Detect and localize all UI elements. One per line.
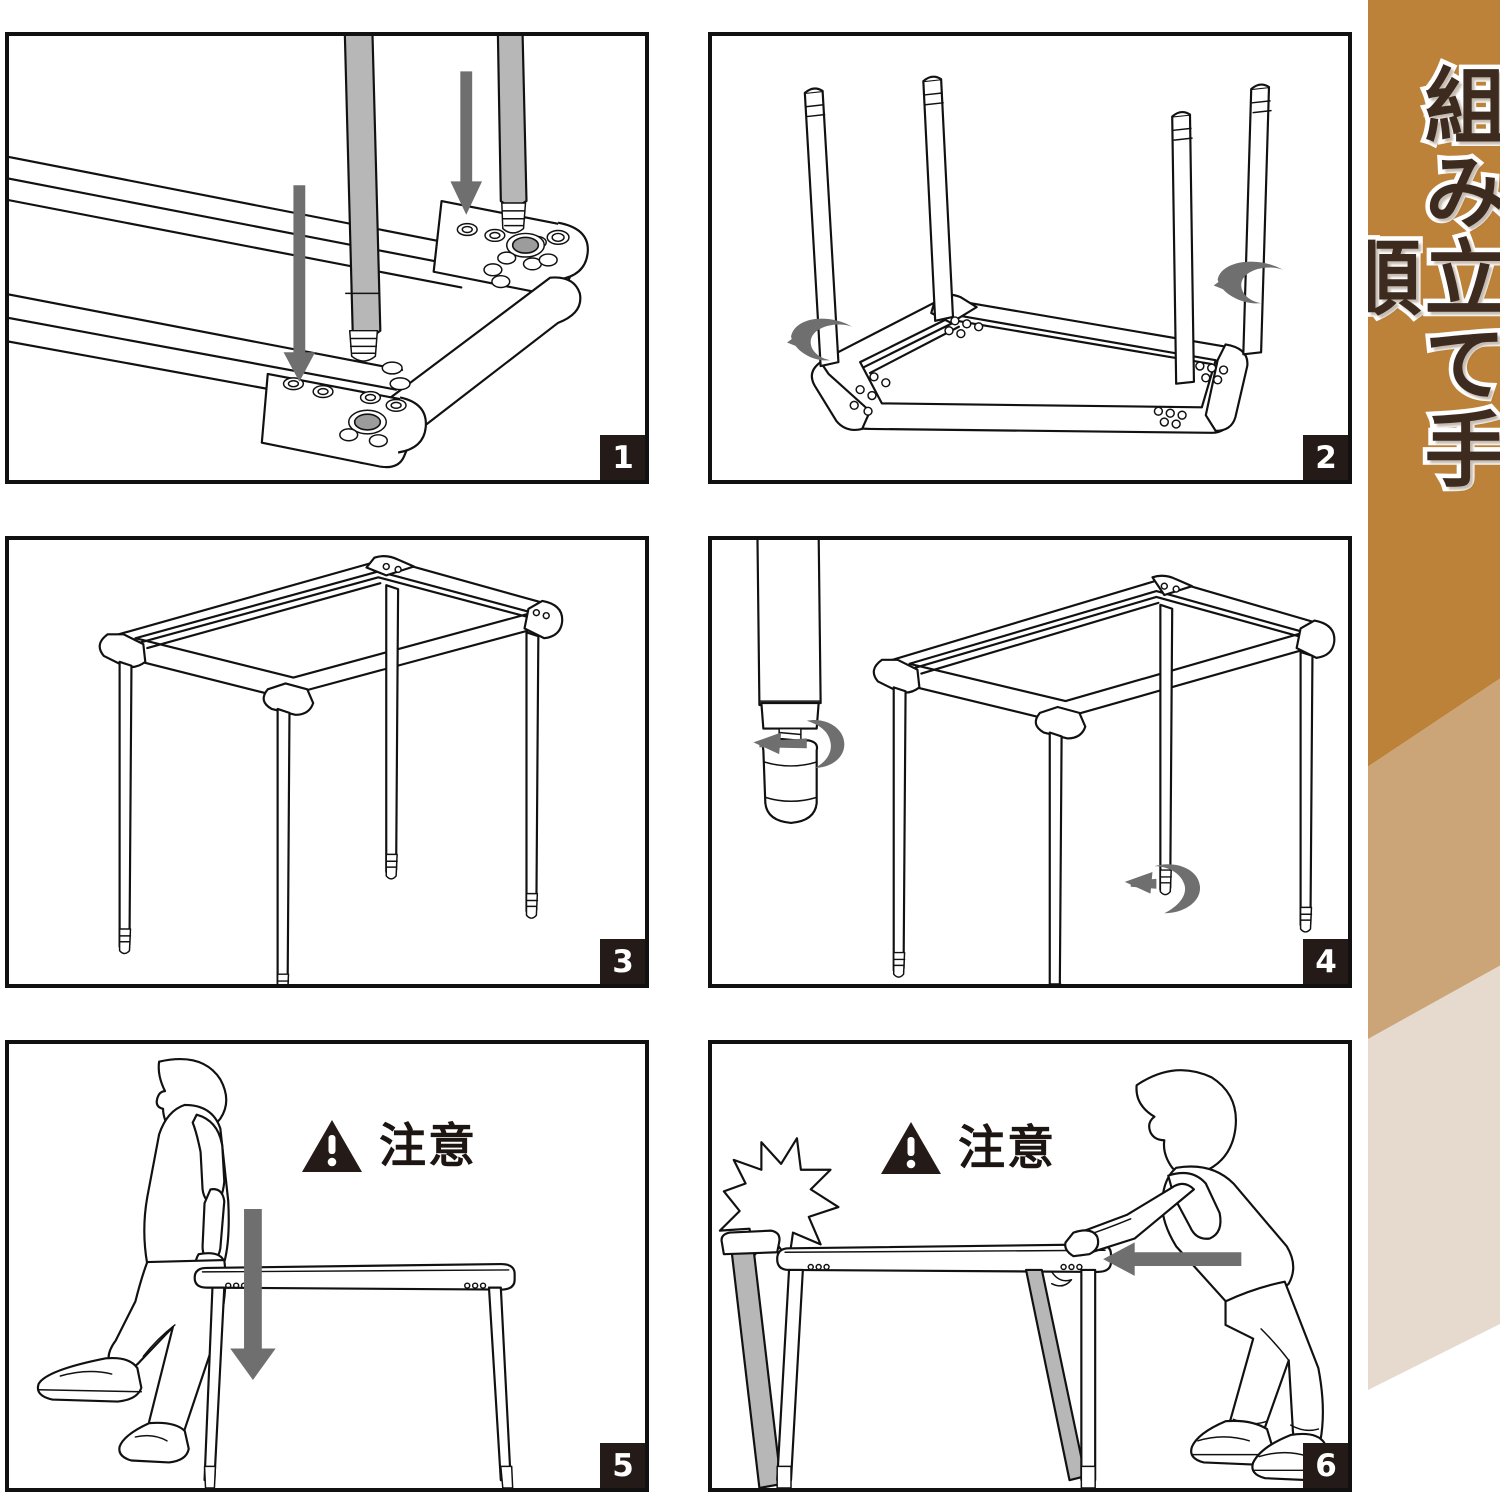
- leg-part: [892, 686, 907, 978]
- arrow-down-icon: [450, 71, 483, 215]
- arrow-rotate-icon: [787, 318, 853, 361]
- arrow-down-icon: [230, 1209, 276, 1380]
- arrow-rotate-icon: [1124, 864, 1201, 914]
- panel-1-artwork: [9, 36, 589, 469]
- leg-part: [1159, 603, 1174, 896]
- leg-part: [720, 1229, 783, 1488]
- panel-grid: 1: [5, 32, 1352, 1492]
- caution-label: 注意: [379, 1118, 477, 1174]
- leg-part: [1024, 1268, 1087, 1482]
- leg-part: [1299, 650, 1314, 933]
- caution-label: 注意: [958, 1120, 1056, 1176]
- warning-triangle-icon: [881, 1122, 941, 1174]
- panel-5-artwork: [36, 1058, 516, 1488]
- panel-4-artwork: [753, 540, 1336, 984]
- step-number-badge: 1: [600, 435, 645, 480]
- leg-part: [776, 1268, 804, 1488]
- leg-part: [803, 87, 840, 368]
- panel-3-artwork: [98, 555, 564, 984]
- warning-triangle-icon: [302, 1120, 362, 1172]
- arrow-rotate-icon: [753, 719, 845, 768]
- leg-part: [118, 660, 133, 955]
- leg-part: [496, 36, 528, 234]
- banner-title-text: 組み立て手順: [1368, 59, 1500, 498]
- panel-step-4: 4: [708, 536, 1352, 988]
- leveling-foot-detail: [753, 540, 845, 824]
- leg-part: [343, 36, 382, 362]
- step-number-badge: 2: [1303, 435, 1348, 480]
- panel-step-3: 3: [5, 536, 649, 988]
- step-number-badge: 6: [1303, 1443, 1348, 1488]
- step-number-badge: 5: [600, 1443, 645, 1488]
- leg-part: [1048, 731, 1063, 984]
- panel-6-artwork: [718, 1069, 1332, 1488]
- leg-part: [385, 584, 400, 880]
- panel-step-1: 1: [5, 32, 649, 484]
- leg-part: [1242, 83, 1272, 356]
- step-number-badge: 3: [600, 939, 645, 984]
- banner-band-dark: [1368, 0, 1500, 780]
- leg-part: [525, 631, 540, 919]
- arrow-down-icon: [283, 185, 316, 382]
- caution-notice: 注意: [880, 1120, 1056, 1176]
- arrow-left-icon: [1103, 1242, 1242, 1276]
- caution-notice: 注意: [301, 1118, 477, 1174]
- step-number-badge: 4: [1303, 939, 1348, 984]
- panel-step-6: 注意 6: [708, 1040, 1352, 1492]
- leg-part: [1171, 111, 1196, 385]
- leg-part: [203, 1286, 226, 1488]
- panel-2-artwork: [787, 75, 1283, 434]
- person-figure: [36, 1058, 230, 1464]
- title-banner: 組み立て手順: [1368, 0, 1500, 1498]
- leg-part: [922, 75, 955, 322]
- leg-part: [487, 1286, 514, 1488]
- person-figure: [1064, 1069, 1332, 1482]
- panel-step-2: 2: [708, 32, 1352, 484]
- panel-step-5: 注意 5: [5, 1040, 649, 1492]
- arrow-rotate-icon: [1213, 261, 1283, 304]
- leg-part: [1080, 1268, 1097, 1488]
- leg-part: [276, 707, 291, 984]
